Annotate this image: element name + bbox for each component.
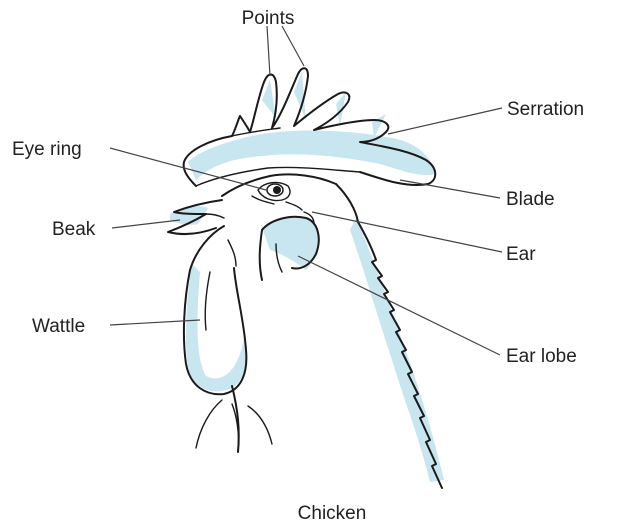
leader-points-right bbox=[282, 26, 304, 66]
label-blade: Blade bbox=[506, 189, 555, 210]
label-beak: Beak bbox=[52, 219, 96, 240]
eye bbox=[252, 183, 302, 210]
leader-points-left bbox=[267, 26, 270, 76]
caption: Chicken bbox=[298, 503, 367, 524]
leader-ear bbox=[312, 212, 502, 252]
label-points: Points bbox=[242, 8, 295, 29]
label-ear: Ear bbox=[506, 244, 536, 265]
leader-lines bbox=[110, 26, 502, 355]
head bbox=[196, 174, 442, 488]
leader-blade bbox=[400, 180, 500, 198]
label-wattle: Wattle bbox=[32, 316, 85, 337]
leader-serration bbox=[388, 108, 502, 134]
shading bbox=[170, 72, 444, 482]
label-eye-ring: Eye ring bbox=[12, 139, 82, 160]
label-serration: Serration bbox=[507, 99, 584, 120]
label-ear-lobe: Ear lobe bbox=[506, 346, 577, 367]
leader-beak bbox=[112, 220, 180, 228]
